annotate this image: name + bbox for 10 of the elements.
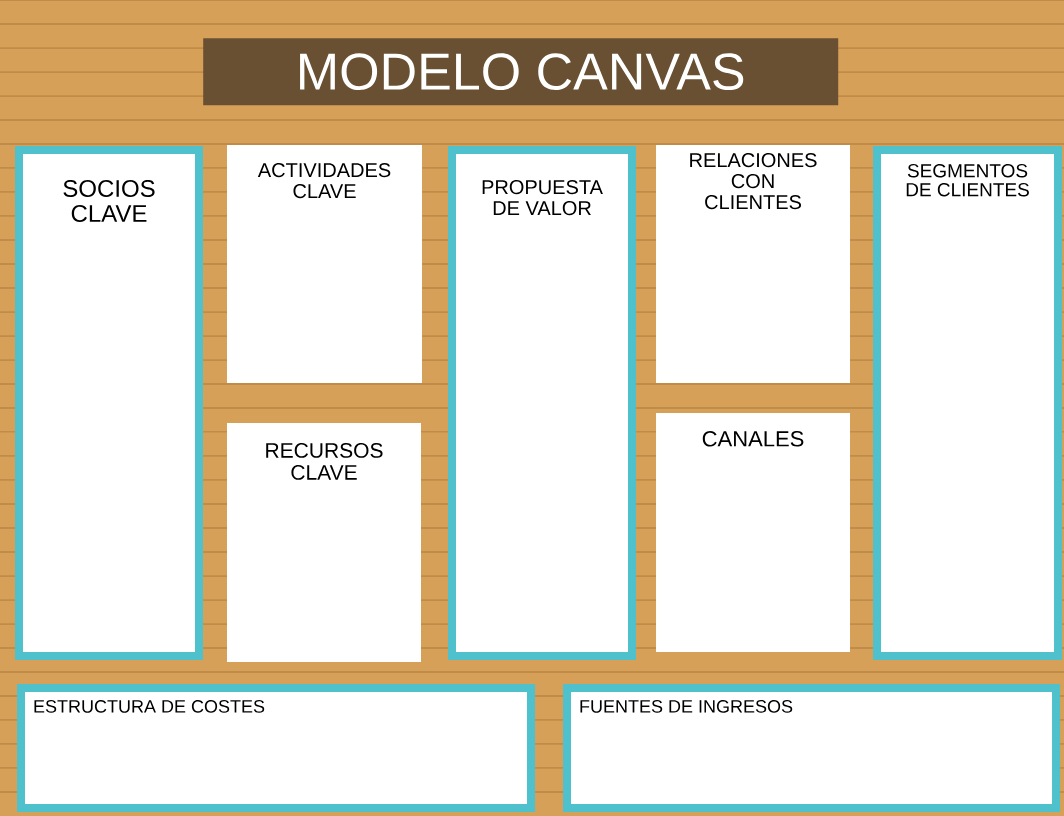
canvas-box: SOCIOS CLAVE — [15, 146, 203, 660]
canvas-box: ACTIVIDADES CLAVE — [227, 145, 422, 383]
canvas-box: RELACIONES CON CLIENTES — [656, 145, 850, 383]
canvas-box: CANALES — [656, 413, 850, 652]
canvas-box: RECURSOS CLAVE — [227, 423, 421, 662]
title: MODELO CANVAS — [203, 38, 839, 106]
canvas-box: SEGMENTOS DE CLIENTES — [873, 146, 1062, 660]
canvas-box: FUENTES DE INGRESOS — [563, 684, 1060, 812]
canvas-box: PROPUESTA DE VALOR — [448, 146, 636, 660]
canvas-box: ESTRUCTURA DE COSTES — [17, 684, 535, 812]
